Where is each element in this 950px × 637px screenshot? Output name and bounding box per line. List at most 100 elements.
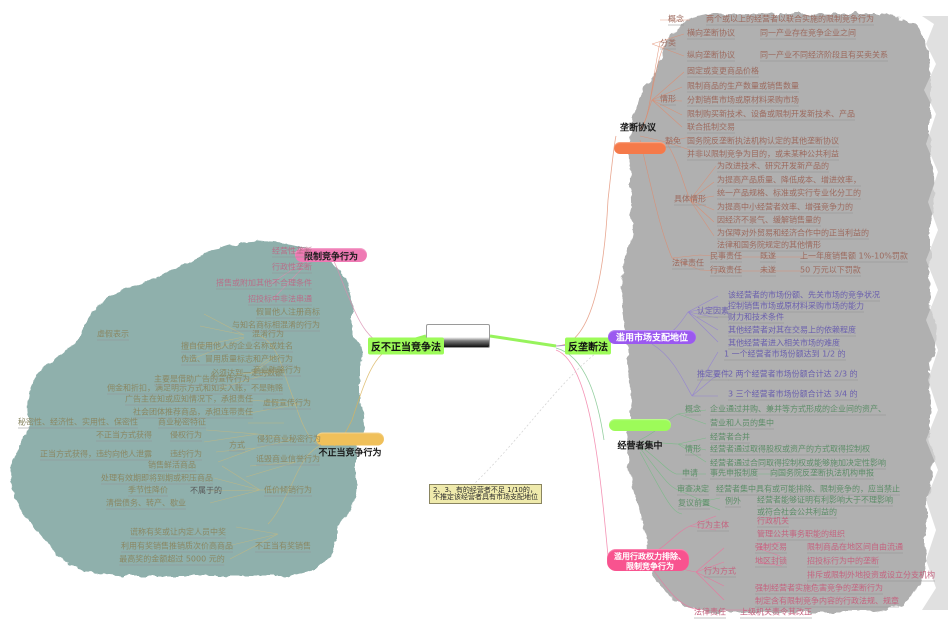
list-item: 控制销售市场或原材料采购市场的能力	[728, 301, 864, 313]
list-item: 分割销售市场或原材料采购市场	[687, 95, 799, 107]
list-item: 统一产品规格、标准或实行专业化分工的	[717, 188, 861, 200]
list-item: 联合抵制交易	[687, 122, 735, 134]
list-item: 招投标中非法串通	[248, 294, 312, 306]
abuse-dominance-label[interactable]: 滥用市场支配地位	[615, 333, 689, 344]
list-item: 上一年度销售额 1%-10%罚款	[800, 251, 908, 263]
list-item: 并非以限制竞争为目的，或未某种公共利益	[687, 149, 839, 161]
list-item: 因经济不景气、缓解销售量的	[717, 215, 821, 227]
admin-abuse-label[interactable]: 滥用行政权力排除、限制竞争行为	[614, 552, 686, 571]
list-item: 管理公共事务职能的组织	[757, 529, 845, 541]
node-exception-label: 例外	[725, 496, 741, 508]
list-item: 广告主在知或应知情况下，承担责任	[125, 394, 253, 406]
list-item: 假冒他人注册商标	[256, 307, 320, 319]
list-item: 2 两个经营者市场份额合计达 2/3 的	[728, 369, 858, 381]
node-review-decision-label: 审查决定	[677, 484, 709, 496]
list-item: 排斥或限制外地投资或设立分支机构	[807, 570, 935, 582]
list-item: 为改进技术、研究开发新产品的	[717, 161, 829, 173]
list-item: 经营者能够证明有利影响大于不理影响	[757, 495, 893, 507]
tooltip-popup: 2、3、有的经营者不足 1/10的， 不推定该经营者具有市场支配地位	[429, 484, 542, 504]
list-item: 处理有效期即将到期或积压商品	[101, 473, 213, 485]
list-item: 不正当方式获得	[96, 430, 152, 442]
list-item: 未遂	[760, 265, 776, 277]
node-not-included: 不属于的	[190, 486, 222, 495]
node-presumption-label: 推定要件	[697, 369, 729, 381]
node-legal-liability-label: 法律责任	[694, 607, 726, 619]
list-item: 财力和技术条件	[728, 312, 784, 324]
abuse-dominance-pill[interactable]	[608, 330, 696, 344]
node-dumping-acts: 低价倾销行为	[264, 485, 312, 497]
list-item: 经营者通过合同取得控制权或能够施加决定性影响	[710, 458, 886, 470]
list-item: 其他经营者进入相关市场的难度	[728, 338, 840, 350]
list-item: 正当方式获得，违约向他人泄露	[40, 449, 152, 461]
unfair-competition-label[interactable]: 不正当竞争行为	[318, 448, 382, 459]
list-item: 横向垄断协议	[687, 28, 735, 40]
node-actor-label: 行为主体	[697, 520, 729, 532]
list-item: 销售鲜活商品	[148, 460, 196, 472]
node-trade-secret-infringement: 侵犯商业秘密行为	[257, 434, 321, 446]
node-situations-label: 情形	[660, 94, 676, 106]
list-item: 法律和国务院规定的其他情形	[717, 240, 821, 252]
list-item: 既遂	[760, 251, 776, 263]
monopoly-agreement-label[interactable]: 垄断协议	[619, 123, 657, 134]
node-concept-label: 概念	[668, 14, 684, 26]
list-item: 两个或以上的经营者以联合实施的限制竞争行为	[706, 14, 874, 26]
list-item: 事先申报制度	[710, 468, 758, 480]
list-item: 限制商品在地区间自由流通	[807, 542, 903, 554]
list-item: 伪造、冒用质量标志和产地行为	[181, 354, 293, 366]
list-item: 行政性垄断	[272, 262, 312, 274]
list-item: 为提高产品质量、降低成本、增进效率，	[717, 175, 861, 187]
restrict-competition-label[interactable]: 限制竞争行为	[303, 252, 359, 263]
list-item: 民事责任	[710, 251, 742, 263]
list-item: 国务院反垄断执法机构认定的其他垄断协议	[687, 136, 839, 148]
list-item: 招投标行为中的垄断	[807, 556, 879, 568]
list-item: 社会团体推荐商品，承担连带责任	[133, 407, 253, 419]
node-behavior-method-label: 行为方式	[704, 566, 736, 578]
node-commercial-bribery: 商业贿赂行为	[253, 365, 301, 377]
list-item: 经营者合并	[710, 432, 750, 444]
list-item: 地区封锁	[755, 556, 787, 568]
admin-abuse-pill[interactable]	[607, 549, 689, 571]
tooltip-line-1: 2、3、有的经营者不足 1/10的，	[433, 486, 537, 494]
list-item: 3 三个经营者市场份额合计达 3/4 的	[728, 389, 858, 401]
list-item: 其他经营者对其在交易上的依赖程度	[728, 325, 856, 337]
list-item: 强制经营者实施危害竞争的垄断行为	[755, 583, 883, 595]
monopoly-agreement-pill[interactable]	[614, 142, 666, 154]
node-confusion-acts: 混淆行为	[252, 329, 284, 341]
list-item: 1 一个经营者市场份额达到 1/2 的	[724, 349, 846, 361]
list-item: 搭售或附加其他不合理条件	[216, 278, 312, 290]
list-item: 为提高中小经营者效率、增强竞争力的	[717, 202, 853, 214]
list-item: 向国务院反垄断执法机构申报	[770, 468, 874, 480]
list-item: 限制购买新技术、设备或限制开发新技术、产品	[687, 109, 855, 121]
concentration-label[interactable]: 经营者集中	[617, 441, 663, 452]
list-item: 同一产业存在竞争企业之间	[760, 28, 856, 40]
list-item: 秘密性、经济性、实用性、保密性	[18, 417, 138, 429]
node-concept-label: 概念	[685, 404, 701, 416]
node-trade-secret-features: 商业秘密特征	[158, 417, 206, 429]
list-item: 为保障对外贸易和经济合作中的正当利益的	[717, 228, 869, 240]
list-item: 纵向垄断协议	[687, 50, 735, 62]
list-item: 50 万元以下罚款	[800, 265, 861, 277]
list-item: 强制交易	[755, 542, 787, 554]
restrict-competition-pill[interactable]	[295, 248, 367, 262]
list-item: 必须达到一定的数额	[211, 368, 283, 380]
node-defamation-acts: 诋毁商业信誉行为	[256, 454, 320, 466]
node-improper-prize-sale: 不正当有奖销售	[255, 541, 311, 553]
list-item: 佣金和折扣，满足明示方式和如实入账，不是贿赂	[107, 383, 283, 395]
node-false-representation: 虚假表示	[97, 329, 129, 341]
concentration-pill[interactable]	[609, 419, 671, 431]
list-item: 限制商品的生产数量或销售数量	[687, 81, 799, 93]
tooltip-line-2: 不推定该经营者具有市场支配地位	[433, 493, 538, 501]
list-item: 利用有奖销售推销质次价高商品	[121, 541, 233, 553]
list-item: 营业和人员的集中	[710, 418, 774, 430]
list-item: 谎称有奖或让内定人员中奖	[130, 527, 226, 539]
list-item: 固定或变更商品价格	[687, 66, 759, 78]
right-branch-label[interactable]: 反垄断法	[565, 337, 611, 355]
list-item: 经营者通过取得股权或资产的方式取得控制权	[710, 444, 870, 456]
unfair-competition-pill[interactable]	[316, 432, 384, 446]
list-item: 经营者集中具有或可能排除、限制竞争的，应当禁止	[716, 484, 900, 496]
node-specific-situations-label: 具体情形	[674, 194, 706, 206]
list-item: 经营性垄断	[272, 246, 312, 258]
left-branch-label[interactable]: 反不正当竞争法	[368, 337, 444, 355]
list-item: 制定含有限制竞争内容的行政法规、规章	[755, 596, 899, 608]
